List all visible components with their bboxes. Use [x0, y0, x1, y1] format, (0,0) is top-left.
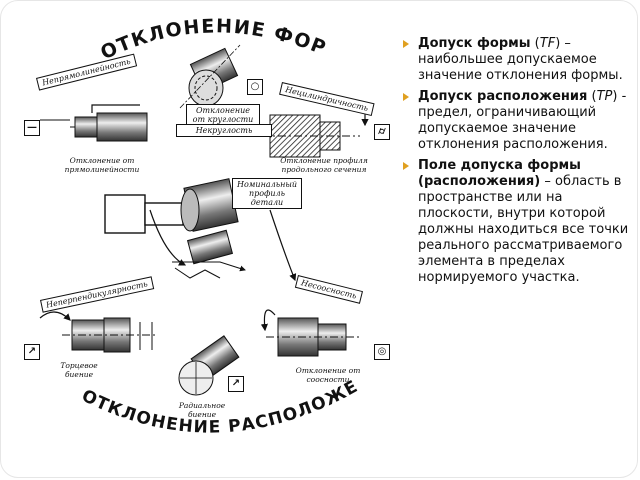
abbreviation: TF	[539, 36, 556, 51]
straightness-drawing	[40, 104, 150, 142]
bullet-arrow-icon	[403, 40, 409, 48]
bullet-arrow-icon	[403, 162, 409, 170]
abbreviation: TP	[596, 89, 613, 104]
label-otklonenie-ot-kruglosti: Отклонение от круглости	[186, 104, 260, 126]
bullet-position-tolerance: Допуск расположения (TP) - предел, огран…	[402, 89, 634, 153]
coaxiality-symbol-icon: ◎	[374, 344, 390, 360]
straightness-symbol-icon: —	[24, 120, 40, 136]
perpendicularity-drawing	[39, 311, 155, 353]
caption-profil-sechenie: Отклонение профиля продольного сечения	[280, 156, 368, 174]
roundness-drawing	[179, 44, 241, 109]
definitions-panel: Допуск формы (TF) – наибольшее допускаем…	[402, 36, 634, 291]
caption-radialnoe: Радиальное биение	[178, 401, 226, 419]
term: Допуск расположения	[418, 89, 588, 104]
definition: – наибольшее допускаемое значение отклон…	[418, 36, 623, 83]
bullet-arrow-icon	[403, 93, 409, 101]
caption-soosnost: Отклонение от соосности	[295, 366, 361, 384]
caption-pryamolineynost: Отклонение от прямолинейности	[64, 156, 140, 174]
caption-tortsevoe: Торцевое биение	[60, 361, 98, 379]
term: Поле допуска формы (расположения)	[418, 158, 581, 189]
cylindricity-symbol-icon: ⌭	[374, 124, 390, 140]
runout-symbol-bottom-icon: ↗	[228, 376, 244, 392]
coaxiality-drawing	[260, 309, 360, 357]
nominal-profile-drawing	[104, 178, 246, 279]
term: Допуск формы	[418, 36, 531, 51]
runout-symbol-left-icon: ↗	[24, 344, 40, 360]
cylindricity-drawing	[262, 106, 369, 158]
deviation-illustration: ОТКЛОНЕНИЕ ФОРМЫ ОТКЛОНЕНИЕ РАСПОЛОЖЕНИЯ	[0, 0, 390, 438]
label-nekruglost: Некруглость	[176, 124, 272, 137]
bullet-form-tolerance: Допуск формы (TF) – наибольшее допускаем…	[402, 36, 634, 84]
radial-runout-drawing	[178, 335, 240, 396]
definition: - предел, ограничивающий допускаемое зна…	[418, 89, 627, 152]
definition: – область в пространстве или на плоскост…	[418, 174, 629, 285]
bullet-tolerance-zone: Поле допуска формы (расположения) – обла…	[402, 158, 634, 286]
label-nominalny-profil: Номинальный профиль детали	[232, 178, 302, 209]
mechanical-drawings	[39, 44, 369, 396]
roundness-symbol-icon: ○	[247, 79, 263, 95]
